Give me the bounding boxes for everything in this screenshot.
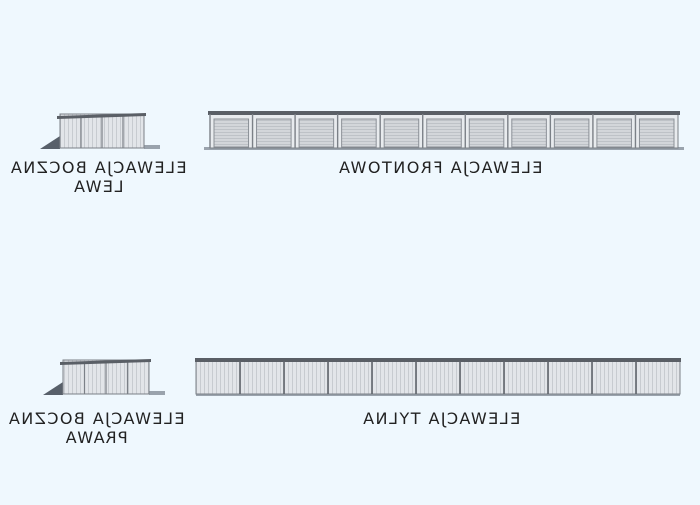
garage-door xyxy=(638,118,675,148)
side-elevation-left xyxy=(40,113,160,149)
side-right-label: ELEWACJA BOCZNA PRAWA xyxy=(0,409,192,447)
front-label: ELEWACJA FRONTOWA xyxy=(300,158,580,177)
side-left-label: ELEWACJA BOCZNA LEWA xyxy=(0,158,196,196)
rear-wall xyxy=(195,360,681,395)
garage-door xyxy=(511,118,547,148)
garage-door xyxy=(341,118,377,148)
ground-line xyxy=(149,391,165,395)
rear-label-text: ELEWACJA TYLNA xyxy=(361,409,521,428)
ground-shadow xyxy=(43,382,63,395)
roof-edge xyxy=(57,113,146,119)
side-right-label-line1: ELEWACJA BOCZNA xyxy=(7,409,185,428)
side-left-label-line1: ELEWACJA BOCZNA xyxy=(9,158,187,177)
side-right-label-line2: PRAWA xyxy=(64,428,128,447)
side-left-label-line2: LEWA xyxy=(72,177,124,196)
front-label-text: ELEWACJA FRONTOWA xyxy=(337,158,543,177)
garage-door xyxy=(596,118,632,148)
roof-fascia xyxy=(208,111,680,115)
garage-door xyxy=(256,118,292,148)
rear-elevation xyxy=(195,358,681,396)
side-elevation-right xyxy=(43,359,165,395)
garage-door xyxy=(553,118,590,148)
rear-label: ELEWACJA TYLNA xyxy=(315,409,567,428)
front-elevation xyxy=(204,111,684,150)
garage-door xyxy=(298,118,335,148)
ground-shadow xyxy=(40,136,60,149)
ground-line xyxy=(144,145,160,149)
garage-door xyxy=(468,118,505,148)
garage-door xyxy=(426,118,462,148)
garage-door xyxy=(213,118,250,148)
roof-fascia xyxy=(195,358,681,362)
garage-door xyxy=(383,118,420,148)
roof-edge xyxy=(60,359,151,365)
